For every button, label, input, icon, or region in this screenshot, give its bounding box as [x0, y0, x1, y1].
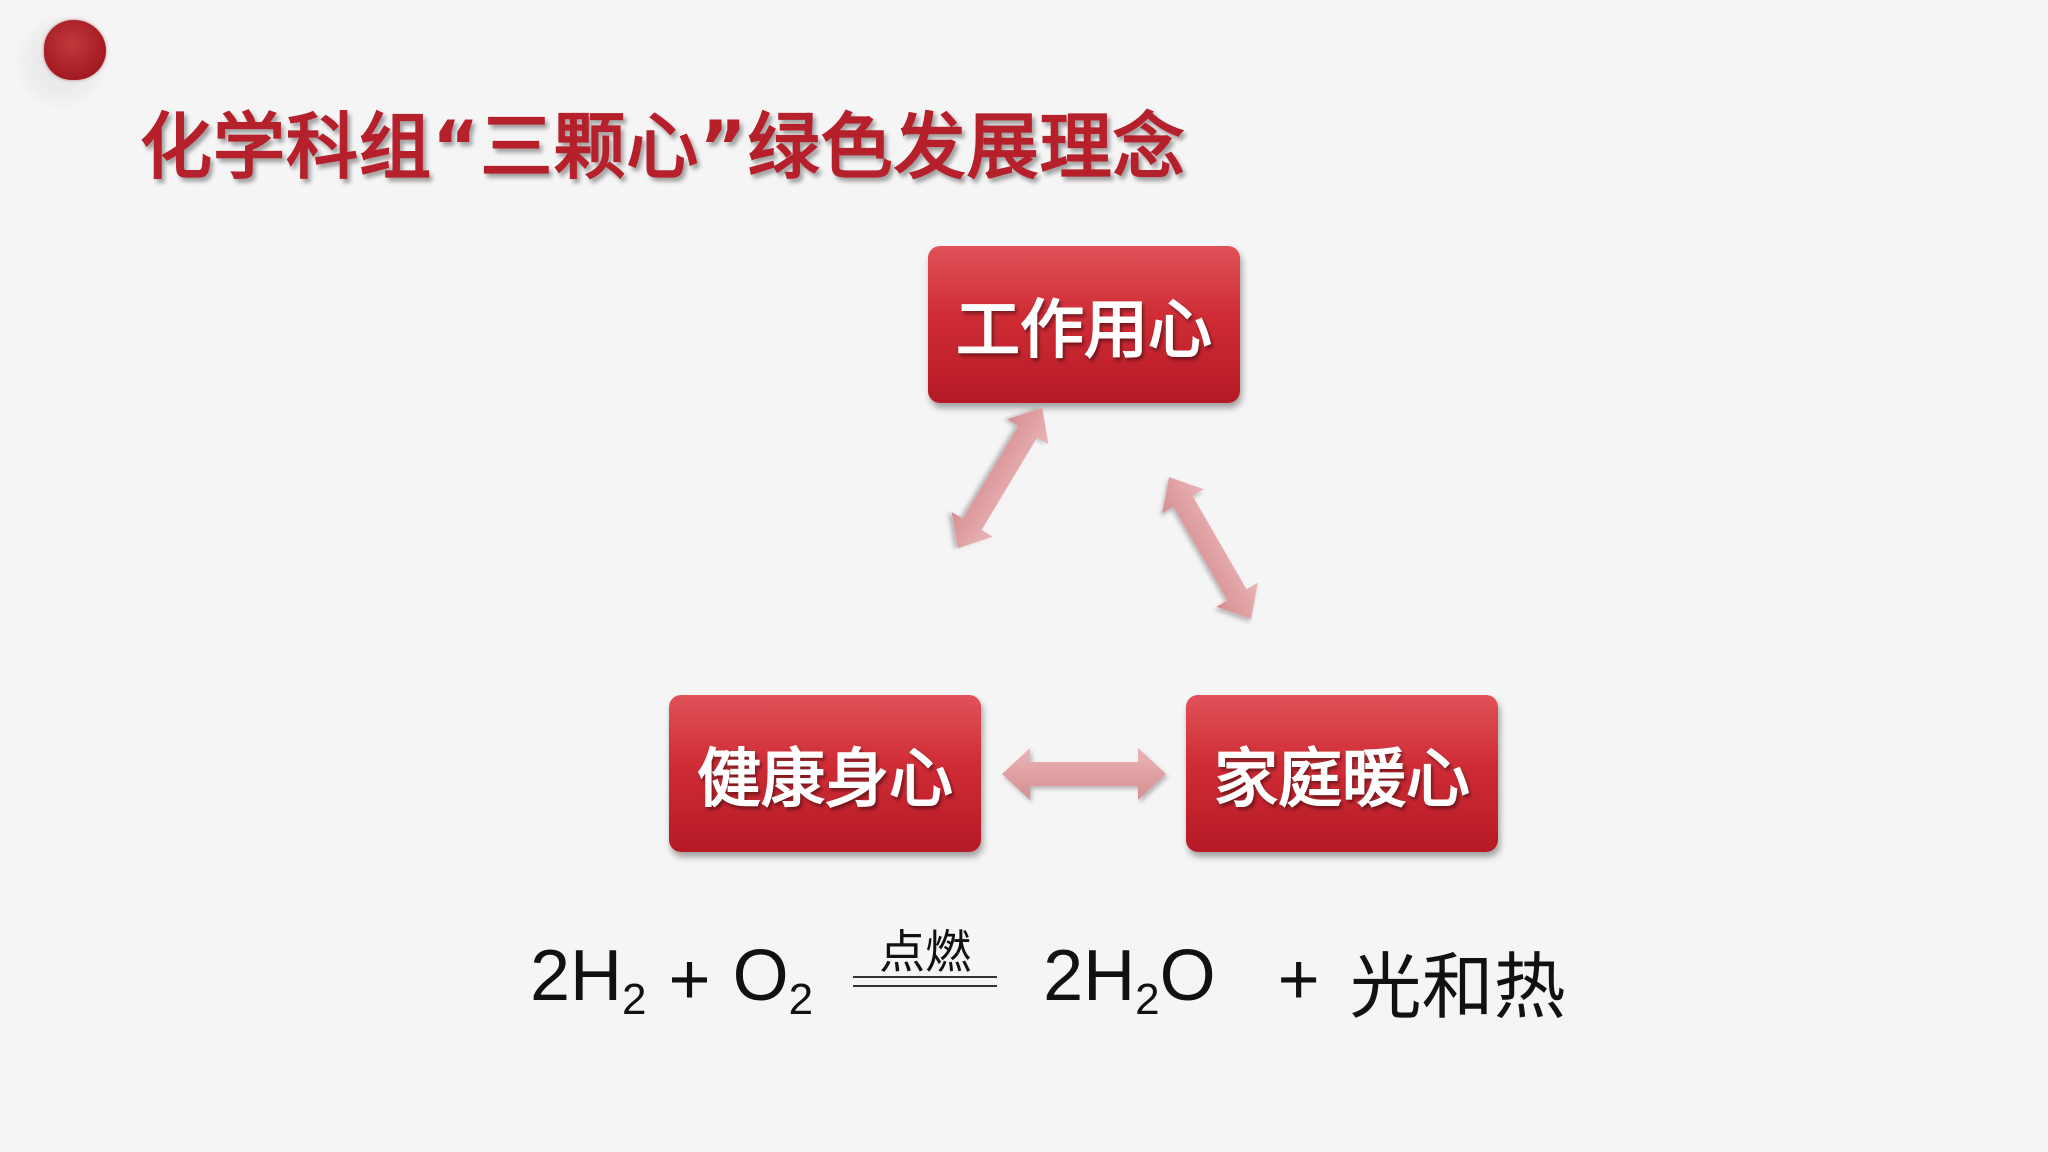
node-family-label: 家庭暖心	[1214, 742, 1470, 817]
product-water: 2H2O	[1043, 936, 1216, 1024]
equals-line-top	[853, 976, 998, 978]
red-seal-icon	[44, 20, 106, 80]
reactant-hydrogen: 2H2	[530, 936, 647, 1024]
product-light-heat: 光和热	[1349, 947, 1566, 1028]
chemical-equation: 2H2 + O2 点燃 2H2O + 光和热	[530, 920, 1566, 1040]
plus-sign: +	[668, 940, 711, 1020]
node-health-label: 健康身心	[697, 742, 953, 817]
node-health: 健康身心	[669, 695, 981, 852]
slide-title: 化学科组“三颗心”绿色发展理念	[140, 105, 1186, 189]
node-work-label: 工作用心	[956, 293, 1212, 368]
plus-sign: +	[1277, 940, 1320, 1020]
double-arrow-icon-bottom	[1002, 748, 1166, 800]
equals-line-bottom	[853, 985, 998, 987]
reaction-condition: 点燃	[853, 920, 998, 1040]
reactant-oxygen: O2	[732, 936, 814, 1024]
double-arrow-icon-left	[951, 407, 1049, 549]
condition-label: 点燃	[879, 925, 972, 979]
node-work: 工作用心	[928, 246, 1240, 403]
double-arrow-icon-right	[1162, 476, 1258, 620]
node-family: 家庭暖心	[1186, 695, 1498, 852]
